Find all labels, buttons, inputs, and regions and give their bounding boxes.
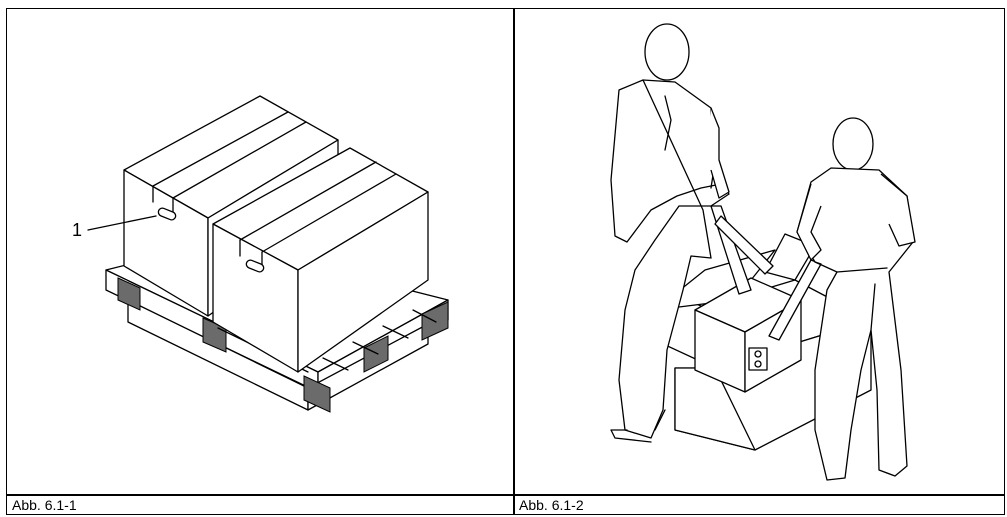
figure-caption-left: Abb. 6.1-1 [12, 497, 77, 513]
callout-1: 1 [72, 215, 157, 240]
figure-caption-right: Abb. 6.1-2 [519, 497, 584, 513]
panel-divider [513, 8, 515, 515]
callout-label: 1 [72, 220, 82, 240]
worker-left [610, 23, 730, 443]
caption-divider [6, 494, 1005, 496]
boxes-on-pallet-illustration: 1 [72, 95, 449, 413]
worker-right [796, 117, 916, 481]
device [694, 277, 802, 393]
box-front [212, 147, 429, 373]
lifting-straps [710, 205, 822, 341]
figure-frame [6, 8, 1005, 515]
unpacking-illustration [610, 23, 916, 481]
